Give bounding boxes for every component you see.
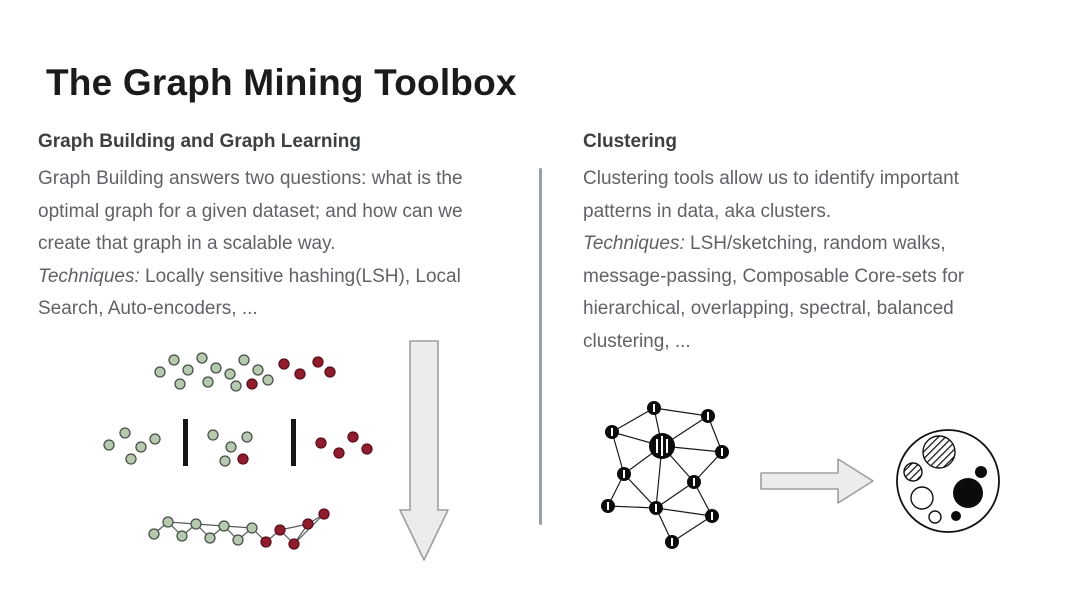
down-arrow-figure <box>398 340 450 562</box>
scatter-points-svg <box>154 352 336 392</box>
group-1-green <box>103 427 161 465</box>
left-body: Graph Building answers two questions: wh… <box>38 168 463 254</box>
group-2-red-dot <box>237 453 249 465</box>
white-cluster-small <box>928 510 942 524</box>
clusters-svg <box>896 429 1000 533</box>
right-techniques-label: Techniques: <box>583 233 685 254</box>
hatched-cluster-large <box>922 435 956 469</box>
graph-green-nodes <box>148 516 258 546</box>
hatched-cluster-small <box>903 462 923 482</box>
page-title: The Graph Mining Toolbox <box>46 62 517 103</box>
black-cluster-tiny <box>951 511 961 521</box>
left-column: Graph Building and Graph Learning Graph … <box>38 129 486 326</box>
right-body: Clustering tools allow us to identify im… <box>583 168 959 222</box>
network-graph-svg <box>601 401 729 549</box>
group-3-red <box>315 431 373 459</box>
partition-bar-2 <box>291 419 296 466</box>
column-divider <box>539 168 542 525</box>
network-graph-figure <box>596 396 751 554</box>
right-arrow-icon <box>760 458 874 504</box>
right-column: Clustering Clustering tools allow us to … <box>583 129 1021 358</box>
right-techniques: Techniques: LSH/sketching, random walks,… <box>583 228 1021 358</box>
built-graph-figure <box>148 498 333 560</box>
right-techniques-text: LSH/sketching, random walks, message-pas… <box>583 233 965 352</box>
left-techniques-text: Locally sensitive hashing(LSH), Local Se… <box>38 265 461 320</box>
partitioned-groups-svg <box>103 419 373 467</box>
down-arrow-icon <box>399 340 449 561</box>
red-dots <box>246 356 336 390</box>
black-cluster-small <box>975 466 987 478</box>
partitioned-groups-figure <box>95 415 380 470</box>
left-techniques: Techniques: Locally sensitive hashing(LS… <box>38 261 486 326</box>
right-arrow-figure <box>760 456 875 506</box>
center-node <box>649 433 675 459</box>
scatter-points-figure <box>148 348 338 398</box>
group-2-green <box>207 429 253 467</box>
left-techniques-label: Techniques: <box>38 265 140 287</box>
graph-red-nodes <box>260 508 330 550</box>
white-cluster-large <box>910 486 934 510</box>
green-dots <box>154 352 274 392</box>
node-glyphs <box>607 404 723 546</box>
network-nodes <box>601 401 729 549</box>
built-graph-svg <box>148 508 330 550</box>
clusters-figure <box>892 426 1004 536</box>
black-cluster-large <box>953 478 983 508</box>
right-heading: Clustering <box>583 131 677 152</box>
left-heading: Graph Building and Graph Learning <box>38 131 362 152</box>
partition-bar-1 <box>183 419 188 466</box>
